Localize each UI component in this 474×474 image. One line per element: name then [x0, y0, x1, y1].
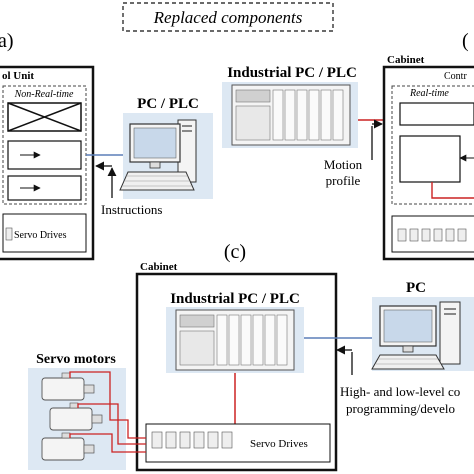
panel-a-control-unit-label: ol Unit	[2, 70, 34, 82]
panel-a-pc-plc-label: PC / PLC	[137, 96, 199, 112]
panel-a-cross-line	[7, 102, 82, 132]
panel-b-realtime-label: Real-time	[409, 88, 449, 99]
panel-b-motion-label-2: profile	[326, 173, 361, 188]
panel-b-industrial-pc-label: Industrial PC / PLC	[227, 65, 357, 81]
panel-b-plc-rack-icon	[231, 84, 351, 146]
panel-a-drive-icons	[5, 227, 13, 241]
panel-c-motor-icon	[41, 372, 95, 401]
panel-b-letter: (	[462, 30, 469, 52]
panel-c-motor-icon	[41, 432, 95, 461]
panel-c-industrial-pc-label: Industrial PC / PLC	[170, 291, 300, 307]
panel-a-block-3	[7, 175, 82, 201]
panel-a-nonrealtime-label: Non-Real-time	[14, 89, 74, 100]
panel-b-motion-label-1: Motion	[324, 157, 363, 172]
panel-c-motor-wire	[77, 403, 146, 445]
panel-a-instructions-label: Instructions	[101, 202, 162, 217]
panel-b-control-label: Contr	[444, 71, 467, 82]
panel-b-red-signal	[431, 182, 474, 199]
panel-c-servo-motors-label: Servo motors	[36, 352, 116, 367]
header-title: Replaced components	[153, 8, 303, 27]
panel-a-computer-icon	[119, 119, 197, 191]
panel-c-caption-line-2: programming/develo	[346, 401, 455, 416]
panel-c-drive-icons	[151, 431, 233, 449]
panel-c-servo-drives-box	[145, 423, 331, 463]
panel-a-block-2	[7, 140, 82, 170]
panel-c-plc-rack-icon	[175, 309, 295, 371]
panel-c-motor-wire	[69, 433, 146, 453]
panel-c-motor-wire	[69, 371, 146, 439]
panel-b-cabinet-label: Cabinet	[387, 54, 425, 66]
panel-a-servo-drives-box	[2, 213, 87, 253]
panel-c-letter: (c)	[224, 241, 246, 263]
panel-b-rt-block-2	[399, 135, 461, 183]
panel-b-rt-block-1	[399, 102, 474, 126]
panel-c-servo-drives-label: Servo Drives	[250, 438, 308, 450]
header-dashed-box	[122, 2, 334, 32]
panel-b-drive-icons	[397, 228, 467, 242]
panel-a-servo-drives-label: Servo Drives	[14, 230, 67, 241]
panel-c-pc-label: PC	[406, 280, 426, 296]
panel-c-caption-line-1: High- and low-level co	[340, 384, 460, 399]
panel-c-computer-icon	[371, 301, 461, 370]
panel-c-motor-icon	[49, 402, 103, 431]
panel-c-cabinet-label: Cabinet	[140, 261, 178, 273]
panel-a-letter: a)	[0, 30, 14, 52]
